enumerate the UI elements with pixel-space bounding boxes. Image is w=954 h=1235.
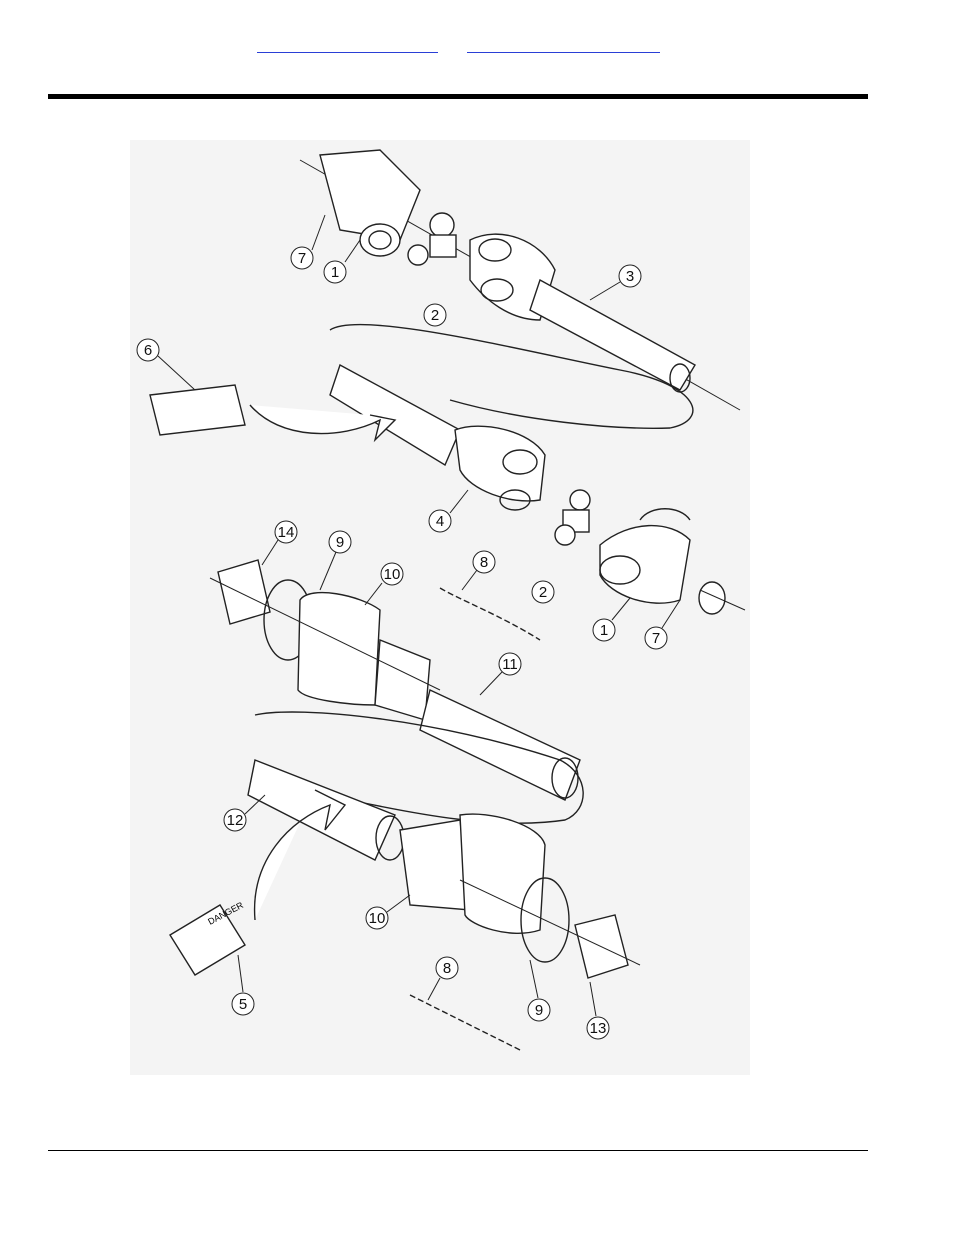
tube-12 [248,760,395,860]
yoke-middle-right [600,526,690,604]
svg-text:8: 8 [443,960,451,977]
shield-cone-bottom [460,814,545,933]
bearing-ring-14 [218,560,270,624]
svg-text:9: 9 [336,534,344,551]
svg-text:10: 10 [369,910,386,927]
callout-9-top: 9 [320,531,351,590]
callout-9-bottom: 9 [528,960,550,1021]
callout-7-top: 7 [291,215,325,269]
callout-13: 13 [587,982,609,1039]
footer-rule [48,1150,868,1151]
svg-text:12: 12 [227,812,244,829]
svg-text:5: 5 [239,996,247,1013]
svg-text:1: 1 [331,264,339,281]
svg-text:7: 7 [298,250,306,267]
callout-1-mid: 1 [593,598,630,641]
svg-text:11: 11 [502,656,518,673]
svg-text:4: 4 [436,513,444,530]
svg-text:1: 1 [600,622,608,639]
callout-5: 5 [232,955,254,1015]
yoke-middle [455,426,545,501]
shield-cone-top [298,593,380,705]
svg-text:9: 9 [535,1002,543,1019]
callout-2-mid: 2 [532,581,554,603]
callout-8-bottom: 8 [428,957,458,1000]
callout-2-top: 2 [424,304,446,326]
callout-7-mid: 7 [645,600,680,649]
decal-5 [170,905,245,975]
decal-6 [150,385,245,435]
svg-text:10: 10 [384,566,401,583]
svg-text:2: 2 [539,584,547,601]
callout-4: 4 [429,490,468,532]
callout-3: 3 [590,265,641,300]
callout-10-top: 10 [365,563,403,605]
svg-text:13: 13 [590,1020,607,1037]
svg-text:7: 7 [652,630,660,647]
callout-10-bottom: 10 [366,895,410,929]
callout-1-top: 1 [324,240,360,283]
chain-8b [410,995,520,1050]
callout-11: 11 [480,653,521,695]
callout-6: 6 [137,339,195,390]
svg-text:14: 14 [278,524,295,541]
callout-14: 14 [262,521,297,565]
callout-12: 12 [224,795,265,831]
callout-8-top: 8 [462,551,495,590]
tube-11 [420,690,580,800]
svg-text:2: 2 [431,307,439,324]
svg-text:3: 3 [626,268,634,285]
chain-8a [440,588,540,640]
svg-text:6: 6 [144,342,152,359]
svg-text:8: 8 [480,554,488,571]
